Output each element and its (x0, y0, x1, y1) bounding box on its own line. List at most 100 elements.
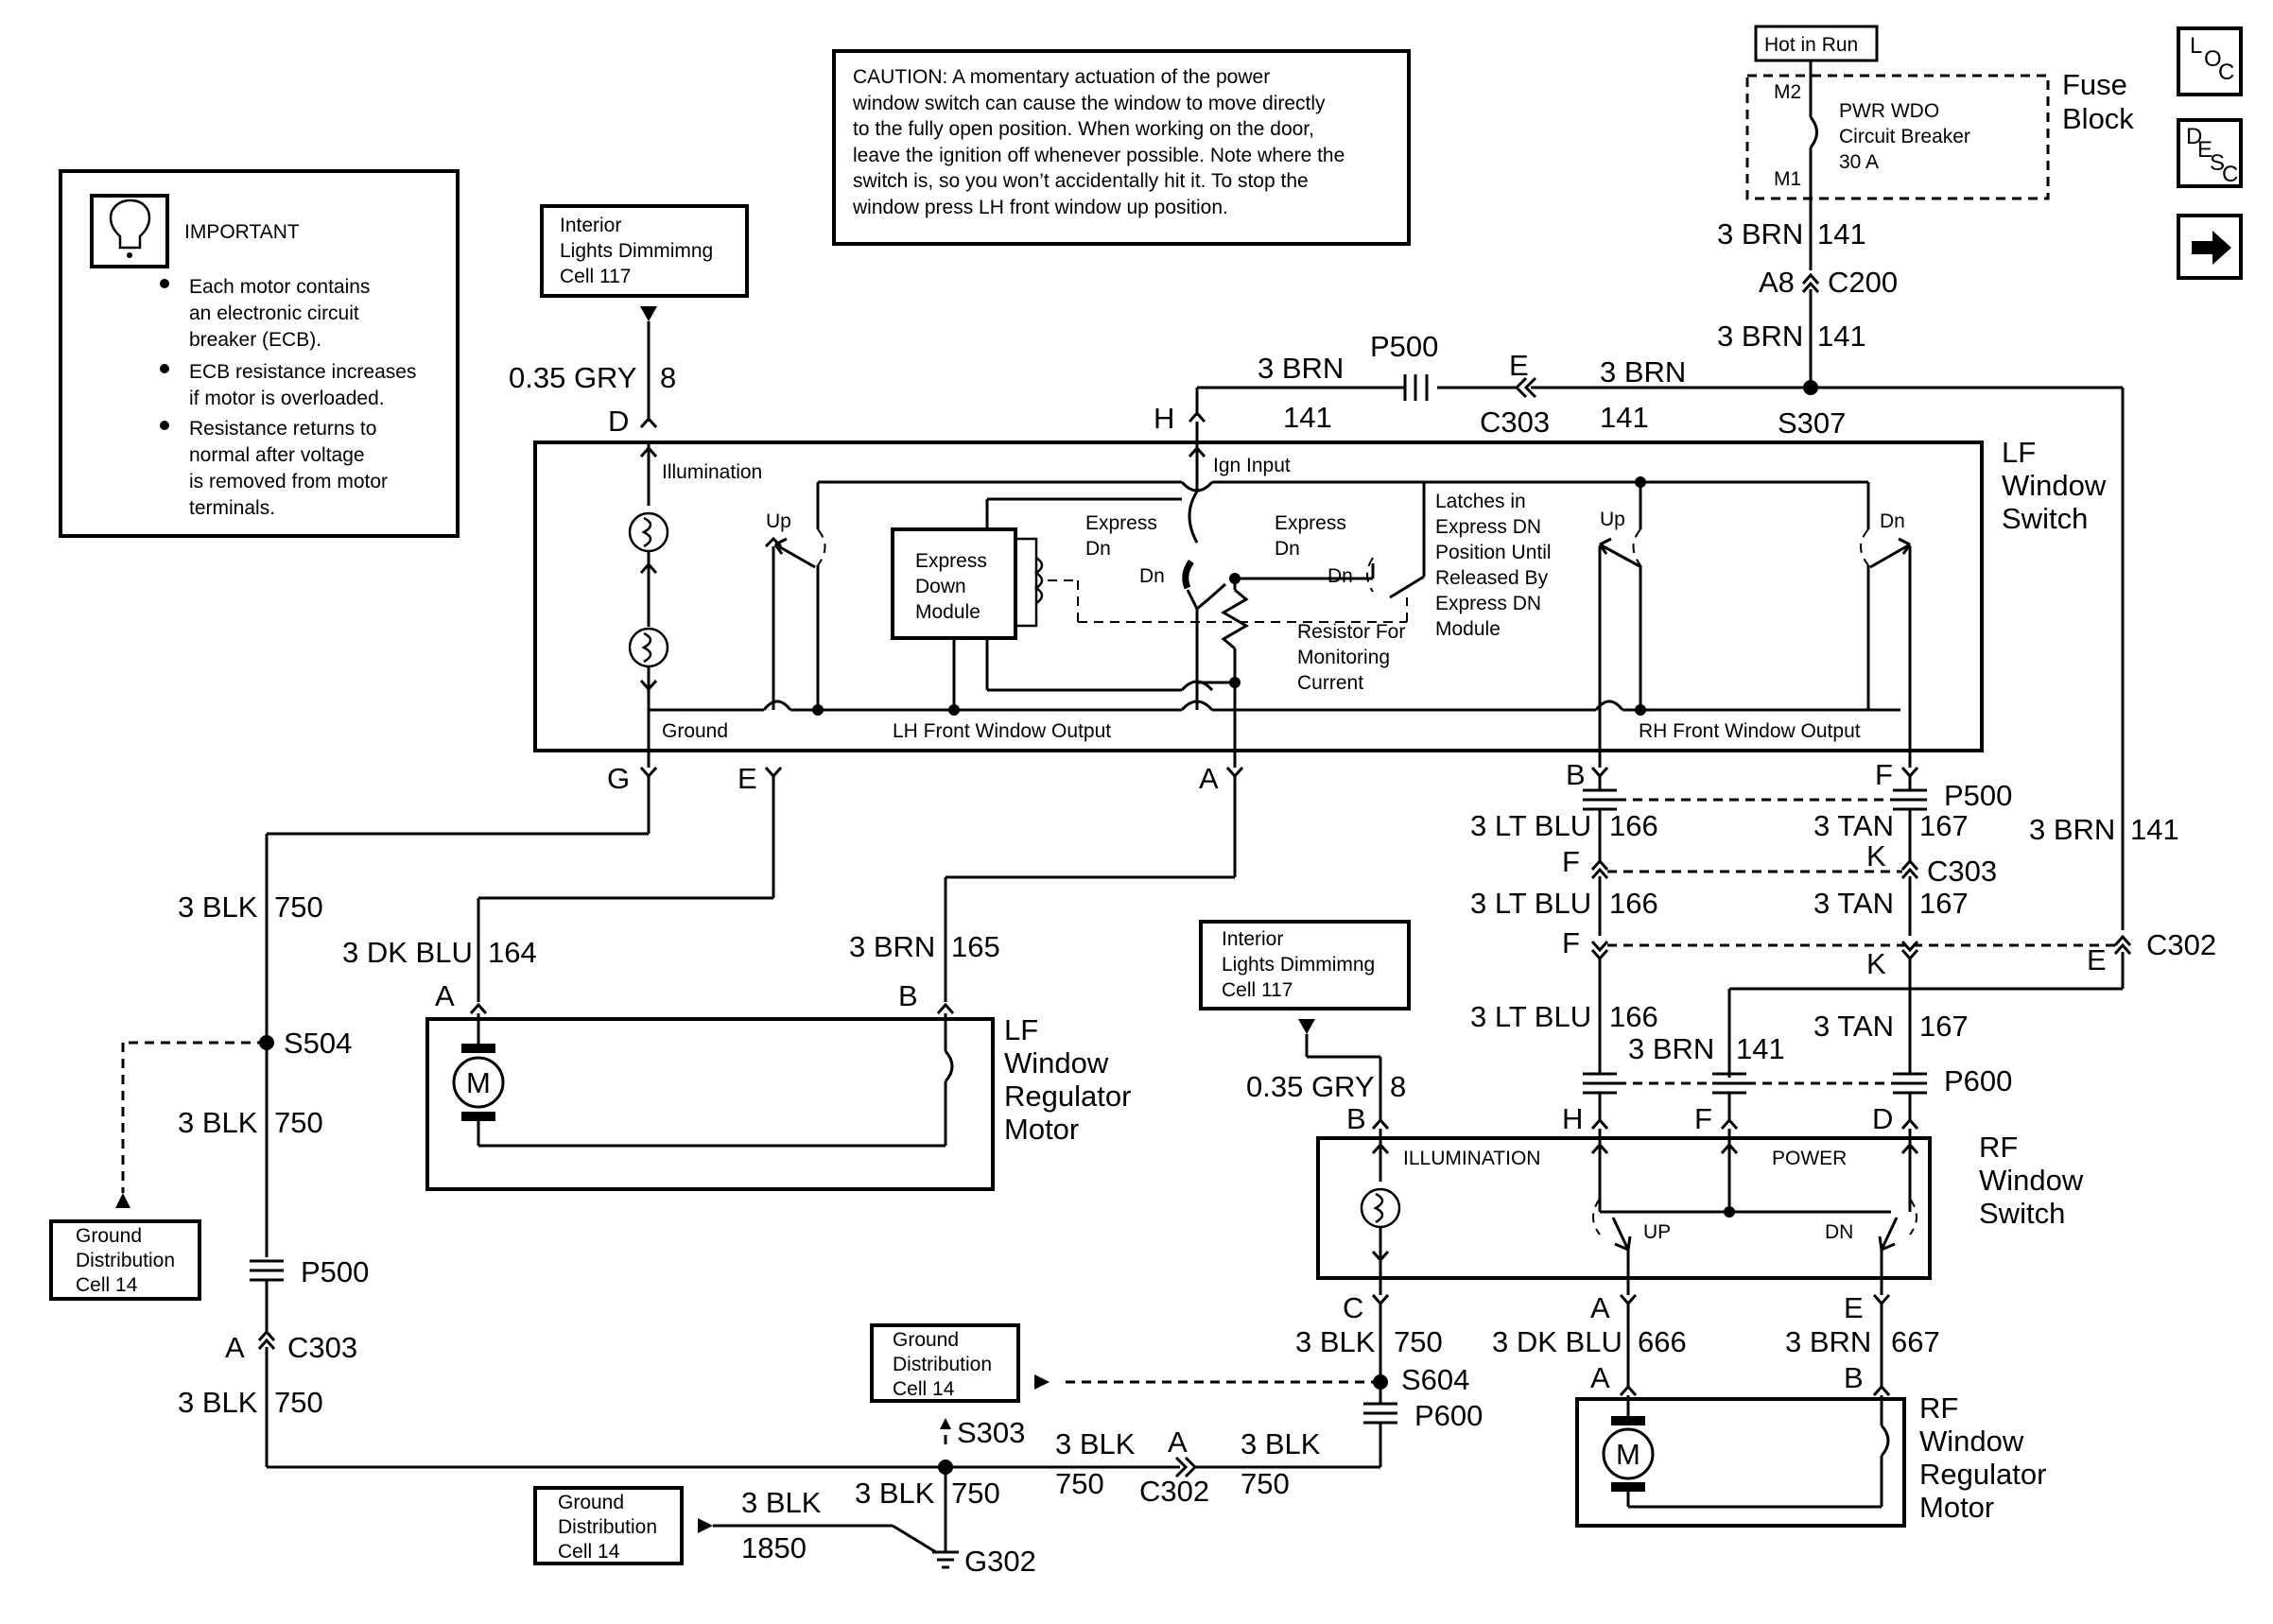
wire-brn165-color: 3 BRN (849, 930, 935, 963)
c303-pin-f-label: F (1562, 845, 1580, 878)
m1-label: M1 (1774, 168, 1801, 190)
loc-button[interactable]: L O C (2177, 26, 2243, 96)
latches-label-4: Released By (1435, 567, 1549, 589)
svg-text:ECB resistance increases: ECB resistance increases (189, 361, 416, 383)
svg-text:Cell 14: Cell 14 (76, 1274, 138, 1296)
rf-window-switch-outline (1316, 1136, 1932, 1280)
wire-blk750-a-num: 750 (274, 890, 323, 924)
p600-connector-b-icon (1893, 1072, 1927, 1095)
ground-dist-ref-3[interactable]: Ground Distribution Cell 14 (533, 1486, 684, 1565)
a8-label: A8 (1759, 266, 1795, 299)
wire-blk750-e-color: 3 BLK (1055, 1427, 1136, 1460)
svg-text:Hot in Run: Hot in Run (1764, 34, 1858, 56)
wire-top2-color: 3 BRN (1717, 320, 1803, 353)
wire-dkblu666-num: 666 (1638, 1325, 1687, 1358)
svg-text:if motor is overloaded.: if motor is overloaded. (189, 388, 385, 409)
wire-blk1850-num: 1850 (741, 1531, 807, 1564)
c302-pin-k-label: K (1866, 947, 1886, 980)
lf-motor-m: M (466, 1066, 491, 1099)
rf-motor-pin-a: A (1590, 1361, 1610, 1394)
wire-ltblu-c-color: 3 LT BLU (1470, 1000, 1591, 1033)
p500-right-label: P500 (1944, 779, 2012, 812)
rf-motor-outline (1575, 1397, 1906, 1528)
fuse-block-label-1: Fuse (2062, 68, 2127, 101)
rf-pin-b-label: B (1346, 1102, 1366, 1135)
rh-output-label: RH Front Window Output (1639, 720, 1861, 742)
svg-text:Distribution: Distribution (76, 1250, 175, 1271)
express-dn-left-2: Dn (1085, 538, 1111, 560)
edm-label-3: Module (915, 601, 980, 623)
wire-tan-b-num: 167 (1919, 887, 1969, 920)
lf-motor-pin-b: B (898, 979, 918, 1012)
svg-text:Cell 14: Cell 14 (558, 1541, 620, 1563)
rf-motor-label-2: Window (1919, 1425, 2024, 1458)
wire-tan-a-color: 3 TAN (1813, 809, 1894, 842)
next-page-button[interactable] (2177, 214, 2243, 280)
c302-right-connector-icon (2113, 934, 2132, 946)
rf-pin-f-label: F (1694, 1102, 1712, 1135)
wire-blk750-c-color: 3 BLK (178, 1386, 258, 1419)
lf-window-switch-outline (533, 441, 1984, 752)
ground-ref-arrow-icon (115, 1193, 130, 1208)
rh-up-label: Up (1600, 509, 1625, 530)
svg-text:CAUTION: A momentary actuatio: CAUTION: A momentary actuation of the po… (853, 66, 1270, 88)
svg-text:Cell 14: Cell 14 (893, 1378, 955, 1400)
g302-ground-icon (932, 1550, 959, 1569)
rf-ecb-icon (1880, 1425, 1890, 1457)
pin-b-label: B (1566, 758, 1586, 791)
s303-label: S303 (957, 1416, 1025, 1449)
svg-text:breaker (ECB).: breaker (ECB). (189, 329, 321, 351)
c303-top-label: C303 (1480, 406, 1550, 439)
c303-right-label: C303 (1927, 855, 1997, 888)
wire-brn667-num: 667 (1891, 1325, 1940, 1358)
wire-brn165-num: 165 (951, 930, 1000, 963)
c302-pin-f-label: F (1562, 926, 1580, 959)
circuit-breaker-symbol (1809, 60, 1818, 199)
p600-right-label: P600 (1944, 1064, 2012, 1097)
latches-label-6: Module (1435, 618, 1501, 640)
wire-blk750-f-color: 3 BLK (1241, 1427, 1321, 1460)
latches-label-5: Express DN (1435, 593, 1541, 614)
desc-button[interactable]: D E S C (2177, 118, 2243, 188)
lf-motor-label-4: Motor (1004, 1113, 1079, 1146)
desc-d: D (2186, 124, 2202, 149)
wire-gry1-color: 0.35 GRY (509, 361, 637, 394)
ground-label: Ground (662, 720, 728, 742)
wire-dkblu164-num: 164 (488, 936, 537, 969)
svg-text:Distribution: Distribution (893, 1354, 992, 1375)
wire-blk750-e-num: 750 (1055, 1467, 1104, 1500)
rf-motor-label-4: Motor (1919, 1491, 1994, 1524)
wire-blk750-d-num: 750 (951, 1477, 1000, 1510)
wire-ign2-num: 141 (1600, 401, 1649, 434)
ground-dist-ref-2[interactable]: Ground Distribution Cell 14 (870, 1323, 1020, 1403)
interior-lights-ref-2[interactable]: Interior Lights Dimmimng Cell 117 (1199, 920, 1411, 1011)
c303-pin-a-label: A (225, 1331, 245, 1364)
wire-ltblu-a-color: 3 LT BLU (1470, 809, 1591, 842)
c303-left-label: C303 (287, 1331, 357, 1364)
lf-switch-label-1: LF (2002, 436, 2036, 469)
rf-pin-c-label: C (1343, 1291, 1363, 1324)
wire-ltblu-b-num: 166 (1609, 887, 1658, 920)
cb-label-3: 30 A (1839, 151, 1879, 173)
ground-dist-ref-1[interactable]: Ground Distribution Cell 14 (49, 1219, 201, 1301)
rf-up-label: UP (1643, 1221, 1671, 1243)
current-resistor-icon (1221, 579, 1249, 682)
wire-brn667-color: 3 BRN (1785, 1325, 1871, 1358)
rf-pin-h-label: H (1562, 1102, 1583, 1135)
g302-label: G302 (964, 1545, 1036, 1578)
svg-text:terminals.: terminals. (189, 497, 275, 519)
pin-e-label: E (737, 762, 757, 795)
rf-illumination-bulb-icon (1360, 1187, 1401, 1229)
s604-label: S604 (1401, 1363, 1469, 1396)
wire-tan-c-color: 3 TAN (1813, 1010, 1894, 1043)
wire-blk750-f-num: 750 (1241, 1467, 1290, 1500)
loc-c: C (2218, 60, 2234, 85)
resistor-label-3: Current (1297, 672, 1363, 694)
s307-label: S307 (1778, 406, 1846, 440)
lf-ecb-icon (944, 1050, 954, 1082)
interior-lights-ref-1[interactable]: Interior Lights Dimmimng Cell 117 (540, 204, 749, 298)
wire-ign2-color: 3 BRN (1600, 355, 1686, 389)
p600-bottom-connector-icon (1363, 1402, 1397, 1425)
wire-top2-num: 141 (1817, 320, 1866, 353)
